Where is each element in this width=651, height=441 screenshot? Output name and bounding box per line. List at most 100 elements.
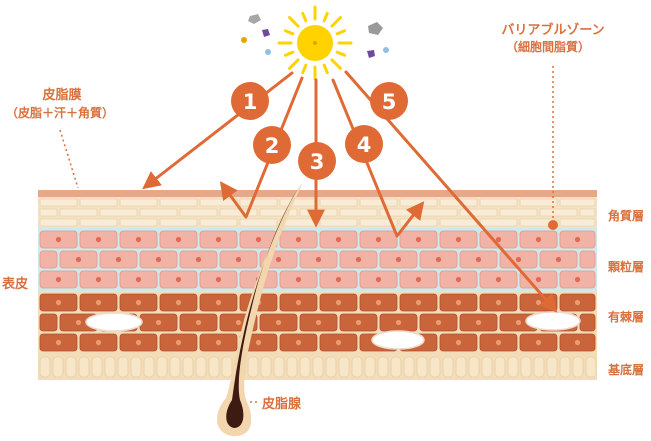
basal-cell xyxy=(559,356,571,378)
granular-cell-nucleus xyxy=(195,256,202,263)
corneum-cell xyxy=(139,208,178,217)
granular-cell-nucleus xyxy=(335,236,342,243)
corneum-cell xyxy=(259,208,298,217)
spinous-cell-nucleus xyxy=(235,319,242,326)
pollen-particle-icon xyxy=(262,29,270,37)
barrier-zone-subtitle: （細胞間脂質） xyxy=(506,39,590,54)
basal-cells xyxy=(39,356,597,378)
granular-cell-nucleus xyxy=(435,256,442,263)
basal-cell xyxy=(520,356,532,378)
sebum-film-leader xyxy=(59,129,79,189)
basal-cell xyxy=(247,356,259,378)
spinous-cell xyxy=(39,313,58,332)
spinous-cell-nucleus xyxy=(195,319,202,326)
spinous-cell-nucleus xyxy=(535,339,542,346)
corneum-cell xyxy=(579,208,596,217)
spinous-cell-nucleus xyxy=(95,339,102,346)
pollen-particle-icon xyxy=(367,50,375,58)
granular-cell-nucleus xyxy=(235,256,242,263)
granular-cell-nucleus xyxy=(95,276,102,283)
dust-particle-icon xyxy=(248,14,261,24)
particle-dot-icon xyxy=(383,47,389,53)
basal-cell xyxy=(286,356,298,378)
spinous-cell-nucleus xyxy=(475,319,482,326)
basal-cell xyxy=(364,356,376,378)
basal-cell xyxy=(481,356,493,378)
granular-cell-nucleus xyxy=(415,236,422,243)
corneum-cell xyxy=(479,198,518,207)
granular-cell-nucleus xyxy=(495,236,502,243)
granular-cell-nucleus xyxy=(395,256,402,263)
barrier-zone-title: バリアブルゾーン xyxy=(501,22,604,38)
sun-ray xyxy=(330,16,342,28)
sun-ray xyxy=(335,50,347,57)
leader-lines xyxy=(59,66,558,403)
labels: 皮脂膜 （皮脂＋汗＋角質） バリアブルゾーン （細胞間脂質） 表皮 角質層 顆粒… xyxy=(1,22,644,412)
corneum-cell xyxy=(159,218,198,227)
arrow-path-1 xyxy=(142,71,294,190)
sebaceous-gland-label: 皮脂腺 xyxy=(261,396,302,412)
corneum-cell xyxy=(159,198,198,207)
spinous-cell-nucleus xyxy=(155,319,162,326)
basal-cell xyxy=(273,356,285,378)
basal-cell xyxy=(416,356,428,378)
spinous-cell-nucleus xyxy=(295,339,302,346)
corneum-cell xyxy=(39,198,78,207)
spinous-cell-nucleus xyxy=(435,319,442,326)
basal-cell xyxy=(377,356,389,378)
path-badge-2: 2 xyxy=(253,126,291,164)
basal-cell xyxy=(429,356,441,378)
sun-ray xyxy=(283,50,295,57)
epidermis-label: 表皮 xyxy=(1,276,28,292)
corneum-cell xyxy=(299,208,338,217)
path-badge-5: 5 xyxy=(370,82,408,120)
basal-cell xyxy=(182,356,194,378)
spinous-cell-nucleus xyxy=(275,319,282,326)
corneum-cell xyxy=(499,208,538,217)
path-badge-1: 1 xyxy=(231,82,269,120)
spinous-cell-nucleus xyxy=(55,299,62,306)
granular-cell-nucleus xyxy=(495,276,502,283)
granular-cell-nucleus xyxy=(75,256,82,263)
spinous-cell-nucleus xyxy=(574,339,581,346)
sun-icon xyxy=(277,5,353,81)
basal-cell xyxy=(494,356,506,378)
sun-ray xyxy=(322,63,329,75)
spinous-cell-nucleus xyxy=(135,299,142,306)
corneum-cell xyxy=(439,218,478,227)
spinous-cell-nucleus xyxy=(395,319,402,326)
basal-cell xyxy=(130,356,142,378)
basal-cell xyxy=(299,356,311,378)
basal-cell xyxy=(208,356,220,378)
spinous-cell-nucleus xyxy=(375,299,382,306)
spinous-cell-nucleus xyxy=(335,299,342,306)
basal-cell xyxy=(156,356,168,378)
granular-cell-nucleus xyxy=(295,276,302,283)
granular-cell-nucleus xyxy=(295,236,302,243)
corneum-cell xyxy=(559,218,596,227)
corneum-cell xyxy=(359,198,398,207)
spinous-cell-nucleus xyxy=(455,299,462,306)
basal-cell xyxy=(338,356,350,378)
basal-cell xyxy=(78,356,90,378)
corneum-cell xyxy=(279,198,318,207)
spinous-cell-nucleus xyxy=(255,339,262,346)
corneum-cell xyxy=(559,198,596,207)
stratum-basale-label: 基底層 xyxy=(607,362,644,377)
spinous-cell-nucleus xyxy=(55,339,62,346)
basal-cell xyxy=(221,356,233,378)
sun-ray xyxy=(288,16,300,28)
sun-ray xyxy=(322,11,329,23)
granular-cell-nucleus xyxy=(155,256,162,263)
basal-cell xyxy=(143,356,155,378)
granular-cell-nucleus xyxy=(475,256,482,263)
stratum-spinosum-label: 有棘層 xyxy=(608,309,644,324)
granular-cell-nucleus xyxy=(535,276,542,283)
basal-cell xyxy=(546,356,558,378)
pollutant-particles xyxy=(241,14,389,58)
basal-cell xyxy=(117,356,129,378)
corneum-cell xyxy=(359,218,398,227)
spinous-cell-nucleus xyxy=(335,339,342,346)
spinous-cell-nucleus xyxy=(415,299,422,306)
